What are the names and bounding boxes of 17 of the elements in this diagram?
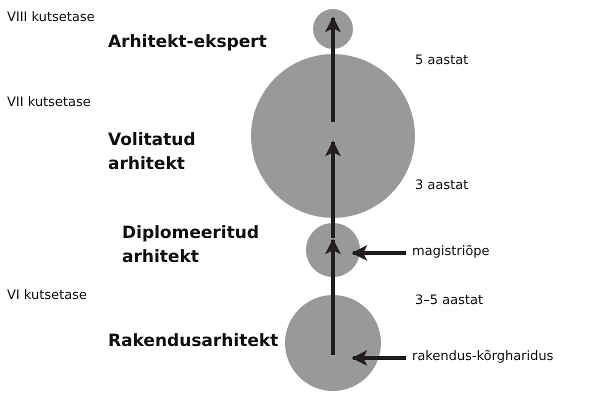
qualification-title: Volitatud arhitekt [108,129,197,176]
arrow [325,140,341,238]
qualification-title: Arhitekt-ekspert [108,31,268,54]
duration-label: 3–5 aastat [415,293,484,308]
arrow [325,16,341,122]
duration-label: 3 aastat [415,178,468,193]
duration-label: 5 aastat [415,53,468,68]
arrow [351,350,406,366]
arrow [351,245,406,261]
qualification-title: Rakendusarhitekt [108,330,280,353]
education-label: rakendus-kõrgharidus [412,348,554,366]
arrow [325,238,341,355]
qualification-title: Diplomeeritud arhitekt [122,222,260,269]
level-label: VII kutsetase [7,95,91,110]
level-label: VIII kutsetase [7,10,95,25]
level-label: VI kutsetase [7,288,87,303]
education-label: magistriõpe [412,243,490,261]
